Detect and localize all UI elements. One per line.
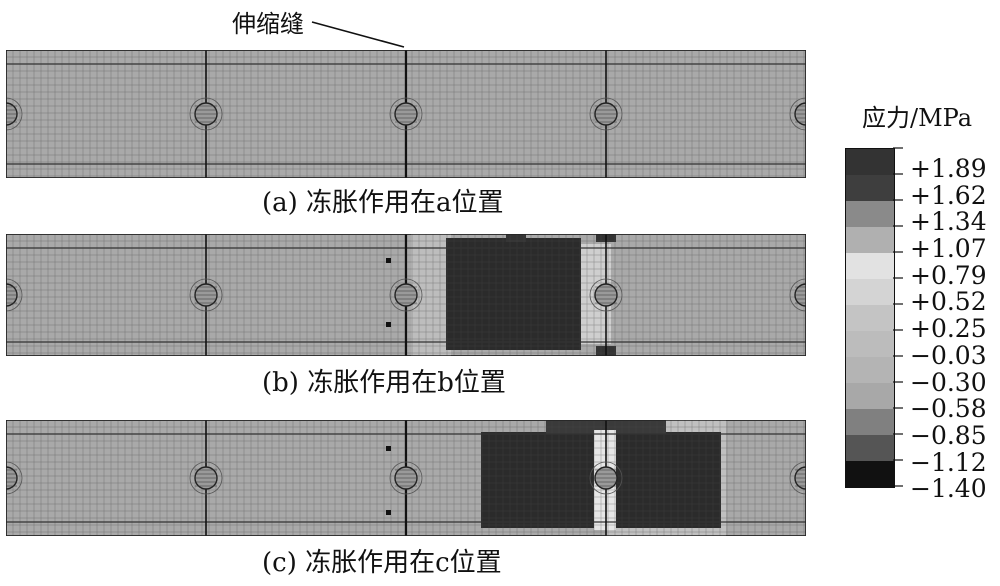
panel-a-caption: (a) 冻胀作用在a位置 <box>262 188 504 218</box>
panel-b-mesh <box>6 234 806 356</box>
legend-ticks <box>893 147 903 487</box>
panel-a-mesh <box>6 50 806 178</box>
legend-swatches <box>846 149 894 487</box>
legend-label: −0.85 <box>910 420 987 450</box>
hole-ring <box>6 461 23 495</box>
panel-a-svg <box>6 50 806 178</box>
node-marker <box>386 446 391 451</box>
legend-label: +1.89 <box>910 154 987 183</box>
legend-swatch <box>846 409 894 435</box>
joint-annotation-label: 伸缩缝 <box>232 10 304 38</box>
legend-swatch <box>846 331 894 357</box>
hole-ring <box>189 461 223 495</box>
legend-label: −0.30 <box>910 367 987 397</box>
legend-label: +0.25 <box>910 314 987 344</box>
legend-label: −1.40 <box>910 474 987 504</box>
panel-b-caption: (b) 冻胀作用在b位置 <box>262 368 506 398</box>
hole-ring <box>389 97 423 131</box>
legend-swatch <box>846 279 894 305</box>
hole-ring <box>589 278 623 312</box>
hole-ring <box>189 97 223 131</box>
panel-c-svg <box>6 420 806 536</box>
hole-ring <box>189 278 223 312</box>
legend-label: −0.03 <box>910 340 987 370</box>
legend-label: +1.62 <box>910 180 987 210</box>
legend-swatch <box>846 383 894 409</box>
legend-swatch <box>846 305 894 331</box>
node-marker <box>386 322 391 327</box>
legend-labels: +1.89+1.62+1.34+1.07+0.79+0.52+0.25−0.03… <box>910 154 987 504</box>
hole-ring <box>789 461 806 495</box>
hole-ring <box>589 97 623 131</box>
legend-label: +0.52 <box>910 287 987 317</box>
legend-swatch <box>846 175 894 201</box>
hole-ring <box>389 278 423 312</box>
hole-ring <box>589 461 623 495</box>
hole-ring <box>389 461 423 495</box>
legend-swatch <box>846 357 894 383</box>
node-marker <box>386 510 391 515</box>
panel-c-caption: (c) 冻胀作用在c位置 <box>262 548 502 578</box>
stress-zone-dark <box>506 234 526 242</box>
hole-ring <box>789 278 806 312</box>
legend-swatch <box>846 227 894 253</box>
legend-label: −0.58 <box>910 394 987 424</box>
legend-swatch <box>846 149 894 175</box>
legend-label: +0.79 <box>910 260 987 290</box>
node-marker <box>386 258 391 263</box>
panel-c-mesh <box>6 420 806 536</box>
legend-title: 应力/MPa <box>862 104 973 132</box>
legend-label: +1.07 <box>910 234 987 264</box>
hole-ring <box>6 278 23 312</box>
legend-colorbar <box>845 148 895 488</box>
legend-swatch <box>846 461 894 487</box>
legend-swatch <box>846 435 894 461</box>
joint-leader-line <box>311 21 405 48</box>
panel-b-svg <box>6 234 806 356</box>
hole-ring <box>6 97 23 131</box>
hole-ring <box>789 97 806 131</box>
legend-label: +1.34 <box>910 207 987 237</box>
legend-swatch <box>846 253 894 279</box>
legend-label: −1.12 <box>910 447 987 477</box>
legend-swatch <box>846 201 894 227</box>
frost-zone <box>446 238 581 350</box>
